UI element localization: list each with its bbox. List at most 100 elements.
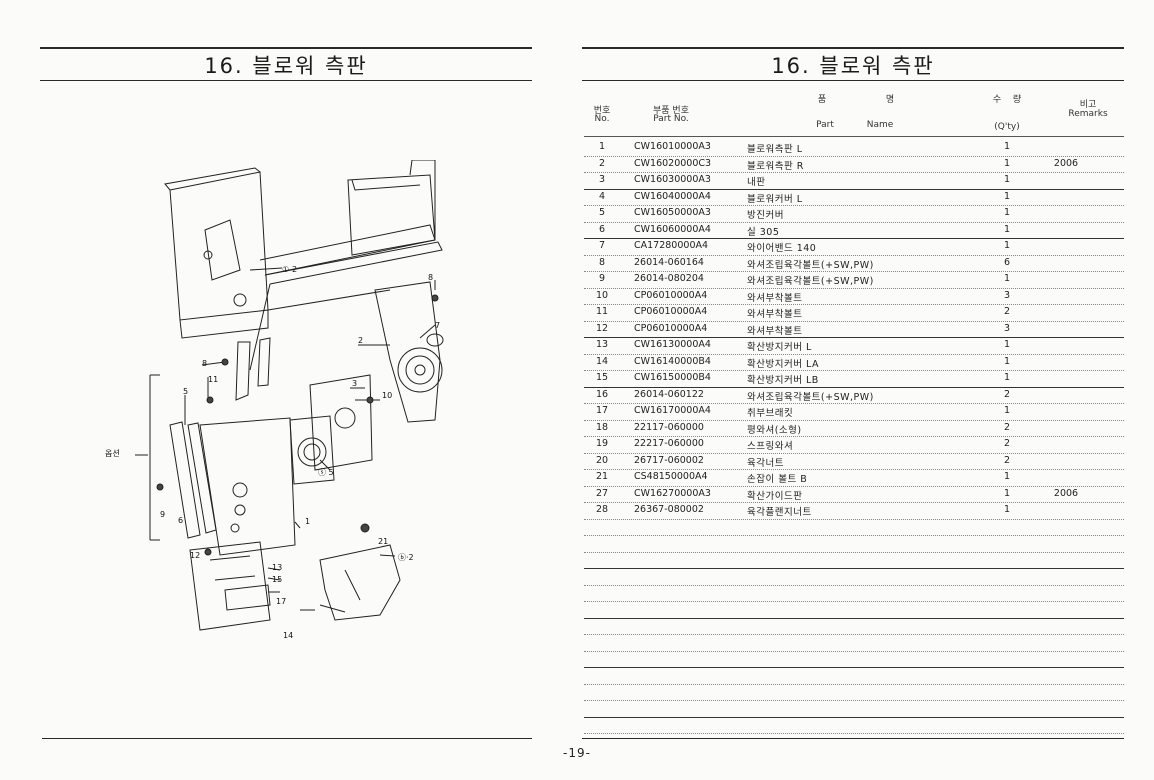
callout-label: 17 [276, 597, 286, 606]
part-number-cell: CW16270000A3 [634, 487, 711, 499]
item-number-cell: 1 [598, 141, 606, 152]
callout-label: 12 [190, 551, 200, 560]
item-number-cell: 20 [595, 454, 609, 466]
part-name-cell: 와셔조립육각볼트(+SW,PW) [747, 391, 874, 403]
callout-label: ①-2 [282, 265, 297, 274]
part-number-cell: 22217-060000 [634, 438, 704, 449]
row-divider [584, 205, 1124, 206]
part-name-cell: 확산방지커버 LA [747, 358, 819, 370]
item-number-cell: 6 [598, 223, 606, 235]
row-divider [584, 502, 1124, 503]
empty-row-line [584, 551, 1124, 553]
quantity-cell: 6 [1003, 256, 1011, 268]
part-name-cell: 실 305 [747, 226, 780, 238]
callout-label: 8 [202, 359, 207, 368]
table-row: 4 CW16040000A4 블로워커버 L 1 [584, 189, 1124, 205]
part-number-cell: CW16040000A4 [634, 190, 711, 202]
quantity-cell: 1 [1003, 273, 1011, 284]
item-number-cell: 14 [595, 355, 609, 367]
quantity-cell: 3 [1003, 289, 1011, 301]
row-divider [584, 254, 1124, 256]
part-name-cell: 내판 [747, 177, 766, 188]
row-divider [584, 320, 1124, 322]
quantity-cell: 2 [1003, 421, 1011, 433]
quantity-cell: 2 [1003, 454, 1011, 466]
callout-label: 2 [358, 336, 363, 345]
part-number-cell: CA17280000A4 [634, 240, 709, 251]
callout-label: 7 [435, 321, 440, 330]
part-number-cell: CP06010000A4 [634, 289, 708, 301]
item-number-cell: 4 [598, 190, 606, 202]
row-divider [584, 238, 1124, 239]
empty-row-line [584, 568, 1124, 569]
part-name-cell: 확산방지커버 LB [747, 375, 819, 386]
row-divider [584, 304, 1124, 305]
callout-label: 10 [382, 391, 392, 400]
row-divider [584, 485, 1124, 487]
header-name-en-2: Name [866, 120, 894, 130]
right-footer-rule [582, 738, 1124, 739]
item-number-cell: 28 [595, 504, 609, 515]
callout-label: 6 [178, 516, 183, 525]
quantity-cell: 2 [1003, 438, 1011, 449]
item-number-cell: 11 [595, 306, 609, 317]
part-number-cell: CW16020000C3 [634, 157, 712, 169]
part-name-cell: 블로워커버 L [747, 193, 803, 205]
empty-row-line [584, 535, 1124, 536]
part-name-cell: 와셔조립육각볼트(+SW,PW) [747, 276, 874, 287]
item-number-cell: 17 [595, 405, 609, 416]
callout-label: 15 [272, 575, 282, 584]
header-qty-ko-2: 량 [1012, 95, 1022, 105]
item-number-cell: 7 [598, 240, 606, 251]
quantity-cell: 1 [1003, 504, 1011, 515]
left-title-bottom-rule [40, 80, 532, 81]
left-page-title: 16. 블로워 측판 [204, 54, 368, 78]
header-name-ko-1: 품 [817, 95, 827, 105]
item-number-cell: 2 [598, 157, 606, 169]
callout-label: 8 [428, 273, 433, 282]
empty-row-line [584, 650, 1124, 652]
part-name-cell: 와셔부착볼트 [747, 292, 803, 304]
item-number-cell: 19 [595, 438, 609, 449]
item-number-cell: 27 [595, 487, 609, 499]
quantity-cell: 2 [1003, 388, 1011, 400]
item-number-cell: 18 [595, 421, 609, 433]
item-number-cell: 10 [595, 289, 609, 301]
lower-plate-outline [199, 417, 296, 556]
empty-row-line [584, 716, 1124, 718]
header-name-ko-2: 명 [885, 95, 895, 105]
part-number-cell: CP06010000A4 [634, 306, 708, 317]
row-divider [584, 221, 1124, 223]
right-title-top-rule [582, 47, 1124, 49]
part-number-cell: CW16150000B4 [634, 372, 711, 383]
part-name-cell: 와셔부착볼트 [747, 325, 803, 337]
item-number-cell: 16 [595, 388, 609, 400]
left-title-top-rule [40, 47, 532, 49]
quantity-cell: 1 [1003, 405, 1011, 416]
row-divider [584, 337, 1124, 338]
part-name-cell: 방진커버 [747, 210, 784, 221]
header-no-ko: 번호 [593, 106, 611, 116]
item-number-cell: 3 [598, 174, 606, 185]
part-number-cell: CW16050000A3 [634, 207, 711, 218]
quantity-cell: 1 [1003, 207, 1011, 218]
callout-label: 5 [183, 387, 188, 396]
quantity-cell: 1 [1003, 174, 1011, 185]
quantity-cell: 3 [1003, 322, 1011, 334]
row-divider [584, 419, 1124, 421]
row-divider [584, 469, 1124, 470]
part-name-cell: 스프링와셔 [747, 441, 794, 452]
remarks-cell: 2006 [1053, 487, 1079, 499]
quantity-cell: 1 [1003, 190, 1011, 202]
part-name-cell: 육각너트 [747, 457, 784, 469]
quantity-cell: 1 [1003, 355, 1011, 367]
row-divider [584, 155, 1124, 157]
